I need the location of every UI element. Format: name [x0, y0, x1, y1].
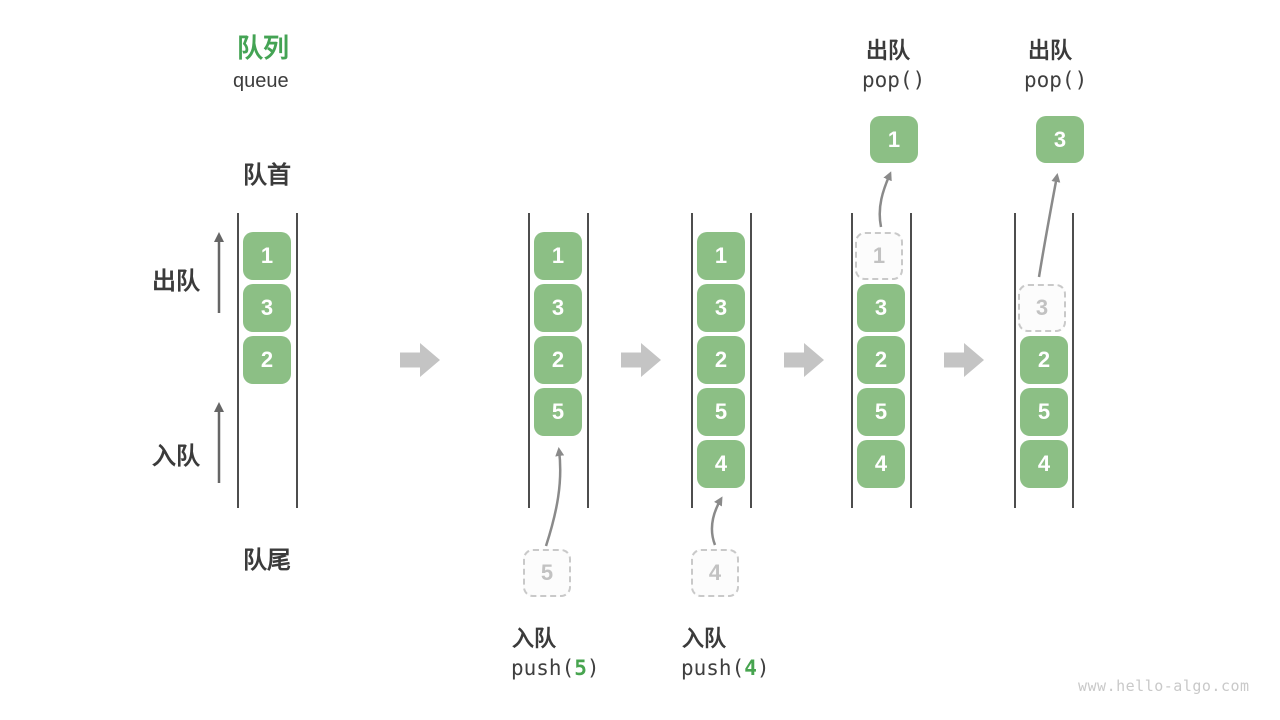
- staged-push-element: 4: [691, 549, 739, 597]
- code-pre: push(: [511, 656, 575, 680]
- dequeue-op-code: pop(): [862, 68, 926, 92]
- queue-element: 3: [857, 284, 905, 332]
- enqueue-op-code: push(5): [511, 656, 600, 680]
- queue-state-4: 1 3 2 5 4: [851, 213, 912, 508]
- code-post: ): [586, 656, 600, 680]
- queue-wall-right: [296, 213, 298, 508]
- queue-wall-right: [1072, 213, 1074, 508]
- queue-element: 2: [243, 336, 291, 384]
- diagram-title-zh: 队列: [237, 33, 290, 63]
- dequeue-op-label: 出队: [1028, 38, 1073, 63]
- queue-wall-left: [691, 213, 693, 508]
- queue-element-removed: 1: [855, 232, 903, 280]
- queue-element: 4: [857, 440, 905, 488]
- queue-element-removed: 3: [1018, 284, 1066, 332]
- queue-element: 5: [697, 388, 745, 436]
- state-transition-arrow-icon: [944, 343, 984, 377]
- enqueue-op-code: push(4): [681, 656, 770, 680]
- queue-element: 1: [243, 232, 291, 280]
- queue-element: 2: [697, 336, 745, 384]
- queue-front-label: 队首: [243, 162, 291, 189]
- state-transition-arrow-icon: [621, 343, 661, 377]
- popped-element: 3: [1036, 116, 1084, 163]
- queue-element: 2: [857, 336, 905, 384]
- enqueue-side-label: 入队: [152, 443, 200, 470]
- state-transition-arrow-icon: [400, 343, 440, 377]
- queue-element: 4: [1020, 440, 1068, 488]
- diagram-title-en: queue: [233, 70, 289, 92]
- queue-element: 3: [243, 284, 291, 332]
- queue-element: 3: [697, 284, 745, 332]
- queue-element: 2: [534, 336, 582, 384]
- dequeue-op-code: pop(): [1024, 68, 1088, 92]
- queue-rear-label: 队尾: [243, 547, 291, 574]
- queue-element: 1: [697, 232, 745, 280]
- enqueue-op-label: 入队: [512, 626, 557, 651]
- dequeue-side-label: 出队: [152, 268, 200, 295]
- queue-wall-right: [910, 213, 912, 508]
- queue-wall-right: [587, 213, 589, 508]
- queue-wall-left: [1014, 213, 1016, 508]
- queue-element: 5: [534, 388, 582, 436]
- code-pre: push(: [681, 656, 745, 680]
- queue-wall-left: [237, 213, 239, 508]
- queue-state-5: 3 2 5 4: [1014, 213, 1074, 508]
- queue-element: 3: [534, 284, 582, 332]
- queue-element: 5: [1020, 388, 1068, 436]
- code-value: 4: [744, 656, 757, 680]
- enqueue-op-label: 入队: [682, 626, 727, 651]
- queue-wall-left: [528, 213, 530, 508]
- queue-state-1: 1 3 2: [237, 213, 298, 508]
- queue-element: 1: [534, 232, 582, 280]
- queue-wall-right: [750, 213, 752, 508]
- code-value: 5: [574, 656, 587, 680]
- queue-state-2: 1 3 2 5: [528, 213, 589, 508]
- queue-element: 2: [1020, 336, 1068, 384]
- watermark: www.hello-algo.com: [1078, 677, 1250, 695]
- staged-push-element: 5: [523, 549, 571, 597]
- code-post: ): [756, 656, 770, 680]
- queue-wall-left: [851, 213, 853, 508]
- queue-element: 5: [857, 388, 905, 436]
- queue-state-3: 1 3 2 5 4: [691, 213, 752, 508]
- dequeue-op-label: 出队: [866, 38, 911, 63]
- state-transition-arrow-icon: [784, 343, 824, 377]
- popped-element: 1: [870, 116, 918, 163]
- queue-element: 4: [697, 440, 745, 488]
